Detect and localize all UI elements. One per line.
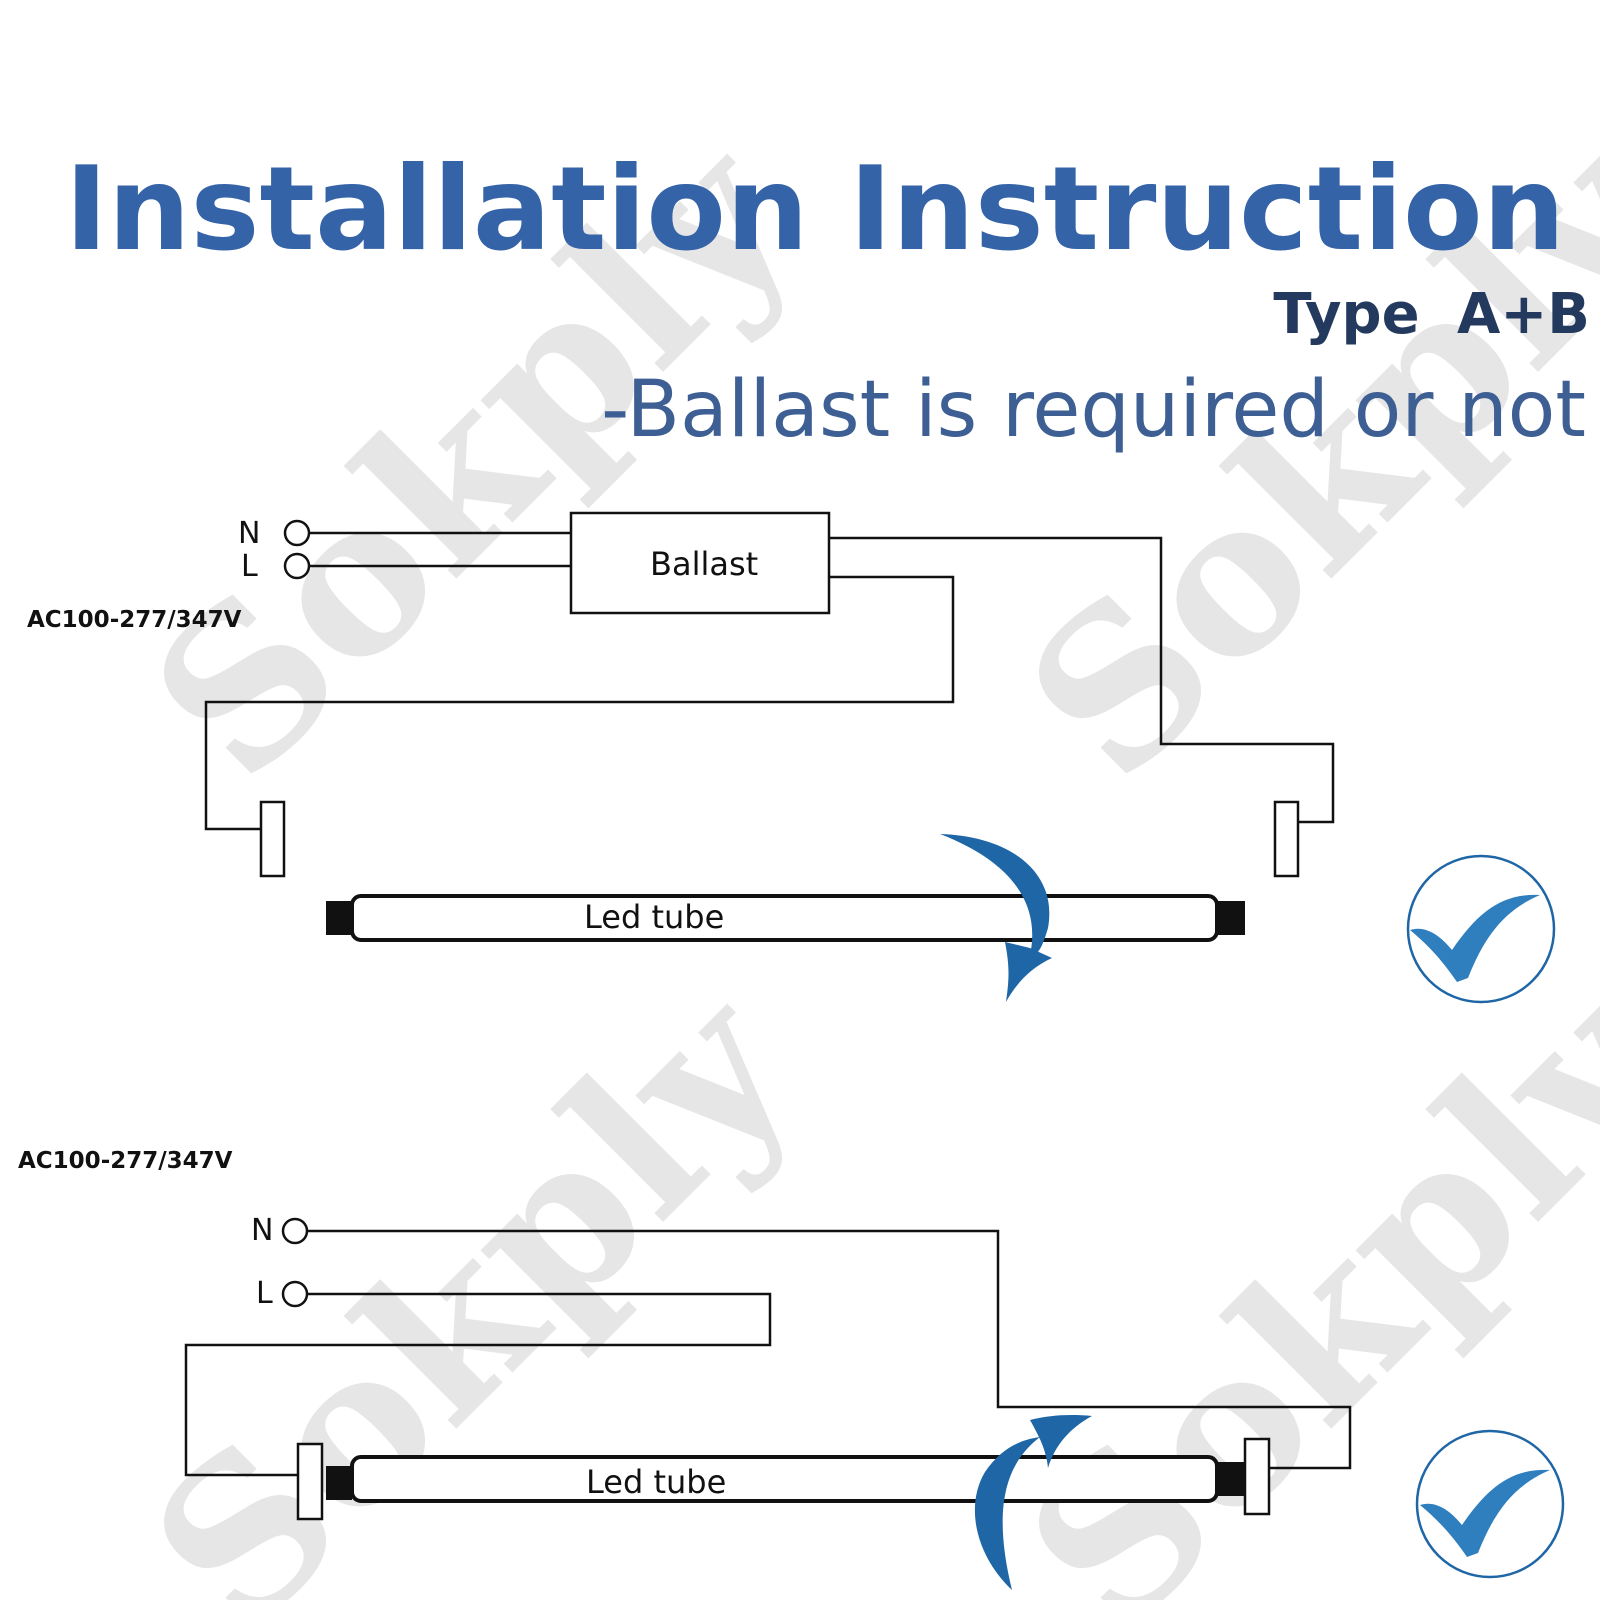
tube-socket-right: [1273, 800, 1300, 878]
led-tube: [326, 894, 1245, 942]
ballast-box: [569, 511, 831, 615]
wire: [204, 575, 955, 831]
tube-end-cap-right: [1217, 901, 1245, 935]
rotate-arrow-icon: [940, 834, 1052, 1002]
terminal-l-circle: [281, 1280, 309, 1308]
ballast-label: Ballast: [650, 545, 759, 583]
led-tube: [326, 1455, 1245, 1503]
type-label: Type A+B: [1273, 282, 1590, 347]
tube-end-cap-left: [326, 1466, 352, 1500]
tube-socket-left: [259, 800, 286, 878]
tube-end-cap-left: [326, 901, 352, 935]
tube-label: Led tube: [584, 898, 725, 936]
tube-body: [350, 894, 1219, 942]
rotate-arrow-icon: [974, 1415, 1092, 1590]
page-title: Installation Instruction: [64, 142, 1566, 277]
check-icon: [1406, 854, 1556, 1004]
terminal-n-label: N: [238, 516, 261, 551]
wire: [184, 1292, 772, 1477]
voltage-label: AC100-277/347V: [18, 1148, 233, 1174]
terminal-l-label: L: [241, 549, 258, 584]
tube-body: [350, 1455, 1219, 1503]
tube-socket-left: [296, 1442, 324, 1521]
check-icon: [1415, 1429, 1565, 1579]
subtitle: -Ballast is required or not: [601, 365, 1586, 455]
terminal-l-label: L: [256, 1276, 273, 1311]
tube-socket-right: [1243, 1437, 1271, 1516]
tube-label: Led tube: [586, 1463, 727, 1501]
wire: [829, 536, 1335, 824]
wire: [307, 1229, 1352, 1470]
tube-end-cap-right: [1217, 1462, 1245, 1496]
voltage-label: AC100-277/347V: [27, 607, 242, 633]
terminal-n-label: N: [251, 1213, 274, 1248]
terminal-n-circle: [281, 1217, 309, 1245]
